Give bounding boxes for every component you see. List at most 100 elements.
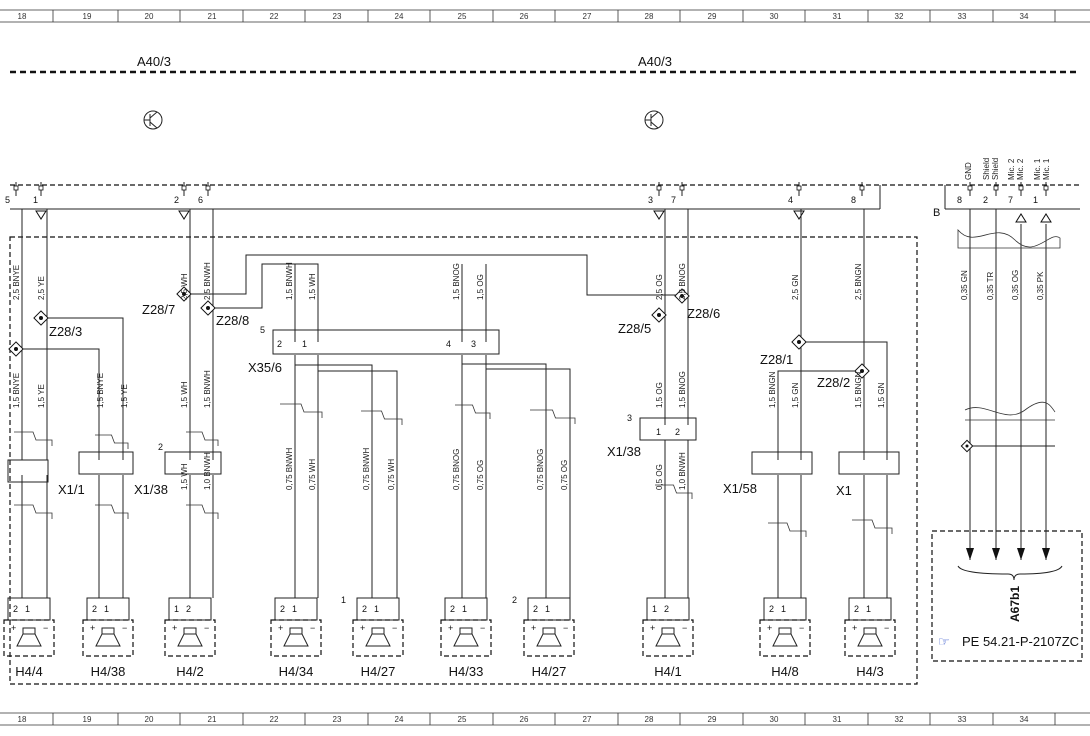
speaker-group-number: 1 — [341, 595, 346, 605]
plug-names: GND Shield Shield Mic. 2 Mic. 2 Mic. 1 M… — [964, 158, 1051, 180]
grid-number: 32 — [895, 12, 904, 21]
speaker-boundary — [523, 619, 575, 657]
pin-number: 2 — [362, 604, 367, 614]
wire-label: 1,5 WH — [180, 463, 189, 490]
wire-label: 0,75 BNWH — [362, 448, 371, 490]
wire-label: 2,5 BNGN — [854, 263, 863, 300]
wire-label: 2,5 WH — [180, 273, 189, 300]
connector-block — [7, 459, 49, 483]
ground-triangle-icon — [793, 210, 805, 220]
polarity-plus: + — [767, 623, 772, 633]
pin-contact — [656, 185, 662, 191]
speaker-cone — [16, 633, 42, 647]
ground-triangle-icon — [178, 210, 190, 220]
polarity-minus: − — [204, 623, 209, 633]
wire-label: 0,5 OG — [655, 464, 664, 490]
grid-number: 31 — [833, 715, 842, 724]
speaker-cone — [536, 633, 562, 647]
amplifier-connector — [10, 184, 1080, 210]
polarity-plus: + — [852, 623, 857, 633]
splice-node-icon — [651, 307, 667, 323]
pin-number: 2 — [158, 442, 163, 452]
speaker-label: H4/38 — [91, 664, 126, 679]
pin-number: 2 — [92, 604, 97, 614]
pin-number: 2 — [277, 339, 282, 349]
speaker-label: H4/3 — [856, 664, 883, 679]
wire-label: 1,5 GN — [877, 382, 886, 408]
speaker-cone — [95, 633, 121, 647]
speaker-group-number: 2 — [512, 595, 517, 605]
splice-label-z28-2: Z28/2 — [817, 375, 850, 390]
splice-node-icon — [8, 341, 24, 357]
twist-mark — [455, 404, 491, 419]
speaker-label: H4/27 — [532, 664, 567, 679]
grid-number: 18 — [18, 715, 27, 724]
grid-number: 24 — [395, 715, 404, 724]
speaker-label: H4/34 — [279, 664, 314, 679]
grid-number: 22 — [270, 715, 279, 724]
connector-label-x35-6: X35/6 — [248, 360, 282, 375]
wire-label: 2,5 GN — [791, 274, 800, 300]
wire-label: 1,0 BNWH — [203, 452, 212, 490]
speaker-magnet — [183, 627, 197, 635]
wire-label: 0,35 GN — [960, 270, 969, 300]
pin-number: 1 — [781, 604, 786, 614]
speaker-magnet — [661, 627, 675, 635]
grid-number: 27 — [583, 715, 592, 724]
connector-block — [78, 451, 134, 475]
pin-number: 1 — [545, 604, 550, 614]
speaker-magnet — [289, 627, 303, 635]
splice-node-icon — [960, 439, 974, 453]
splice-node-icon — [33, 310, 49, 326]
polarity-minus: − — [563, 623, 568, 633]
speaker-magnet — [778, 627, 792, 635]
pin-number: 4 — [788, 195, 793, 205]
speaker-magnet — [542, 627, 556, 635]
twist-mark — [95, 504, 129, 519]
polarity-plus: + — [278, 623, 283, 633]
plug-name: Mic. 1 — [1033, 158, 1042, 180]
pin-contact — [967, 185, 973, 191]
pin-number: 1 — [374, 604, 379, 614]
polarity-plus: + — [172, 623, 177, 633]
grid-number: 33 — [958, 715, 967, 724]
grid-number: 31 — [833, 12, 842, 21]
speaker-label: H4/1 — [654, 664, 681, 679]
polarity-minus: − — [480, 623, 485, 633]
twist-mark — [852, 519, 893, 534]
speaker-label: H4/33 — [449, 664, 484, 679]
wire-label: 2,5 BNOG — [678, 263, 687, 300]
speaker-magnet — [22, 627, 36, 635]
wire-label: 0,75 WH — [387, 459, 396, 490]
pin-number: 2 — [533, 604, 538, 614]
module-label-right: A40/3 — [638, 54, 672, 69]
pin-number: 3 — [627, 413, 632, 423]
splice-node-icon — [854, 363, 870, 379]
pin-number: 1 — [462, 604, 467, 614]
pin-number: 4 — [446, 339, 451, 349]
reference-link[interactable]: ☞ PE 54.21-P-2107ZC — [938, 634, 1079, 649]
pin-number: 8 — [957, 195, 962, 205]
pin-number: 2 — [854, 604, 859, 614]
wire-label: 0,75 BNWH — [285, 448, 294, 490]
speaker-boundary — [82, 619, 134, 657]
wire-label: 1,5 BNOG — [678, 371, 687, 408]
grid-number: 29 — [708, 715, 717, 724]
wire-label: 1,5 BNYE — [96, 373, 105, 408]
splice-node-icon — [176, 286, 192, 302]
polarity-plus: + — [531, 623, 536, 633]
grid-number: 32 — [895, 715, 904, 724]
speaker-boundary — [352, 619, 404, 657]
wire-label: 1,5 GN — [791, 382, 800, 408]
grid-number: 22 — [270, 12, 279, 21]
splice-label-z28-5: Z28/5 — [618, 321, 651, 336]
grid-number: 21 — [208, 12, 217, 21]
wire-label: 1,5 WH — [180, 381, 189, 408]
reference-text[interactable]: PE 54.21-P-2107ZC — [962, 634, 1079, 649]
connector-blocks — [7, 417, 900, 483]
grid-number: 34 — [1020, 12, 1029, 21]
